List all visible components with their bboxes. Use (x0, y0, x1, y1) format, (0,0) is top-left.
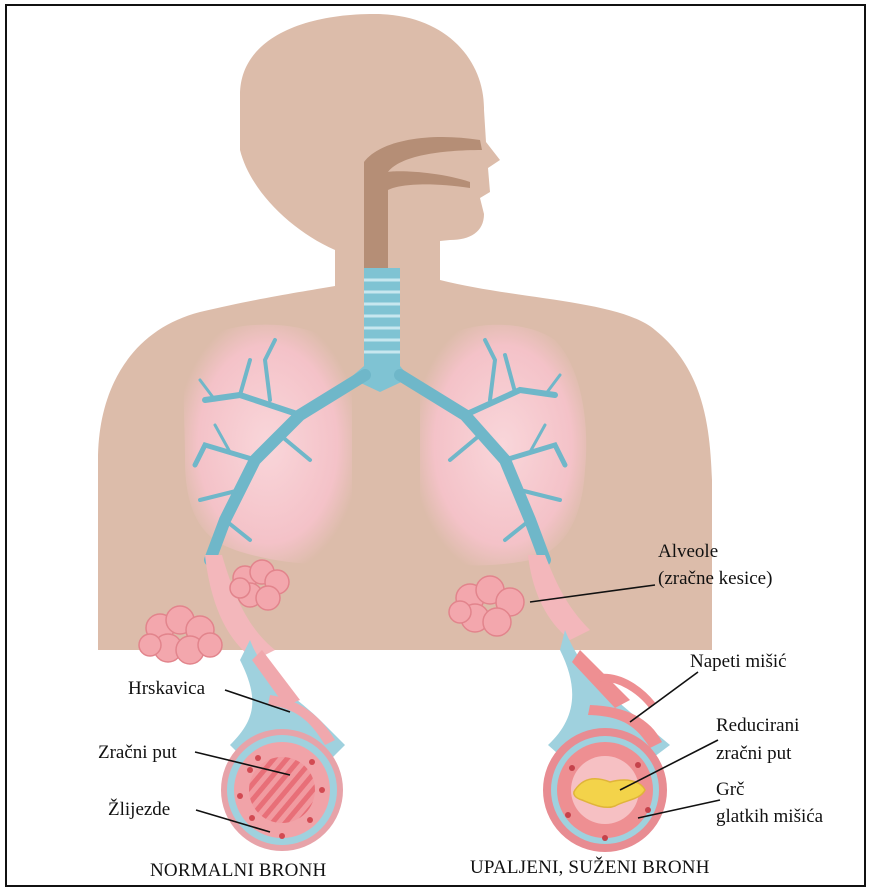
label-hrskavica: Hrskavica (128, 678, 206, 699)
label-zlijezde: Žlijezde (108, 798, 170, 820)
label-napeti-misic: Napeti mišić (690, 651, 787, 672)
label-zracni-put: Zračni put (98, 742, 177, 763)
body-silhouette (98, 14, 712, 650)
label-grc-sub: glatkih mišića (716, 806, 824, 827)
label-alveole: Alveole (658, 541, 718, 562)
label-reducirani: Reducirani (716, 715, 799, 736)
caption-inflamed-bronchus: UPALJENI, SUŽENI BRONH (470, 856, 710, 878)
normal-bronchus (224, 640, 345, 848)
label-reducirani-sub: zračni put (716, 743, 792, 764)
label-grc: Grč (716, 779, 744, 800)
caption-normal-bronchus: NORMALNI BRONH (150, 860, 327, 881)
lung-right (420, 325, 586, 566)
label-alveole-sub: (zračne kesice) (658, 568, 772, 589)
